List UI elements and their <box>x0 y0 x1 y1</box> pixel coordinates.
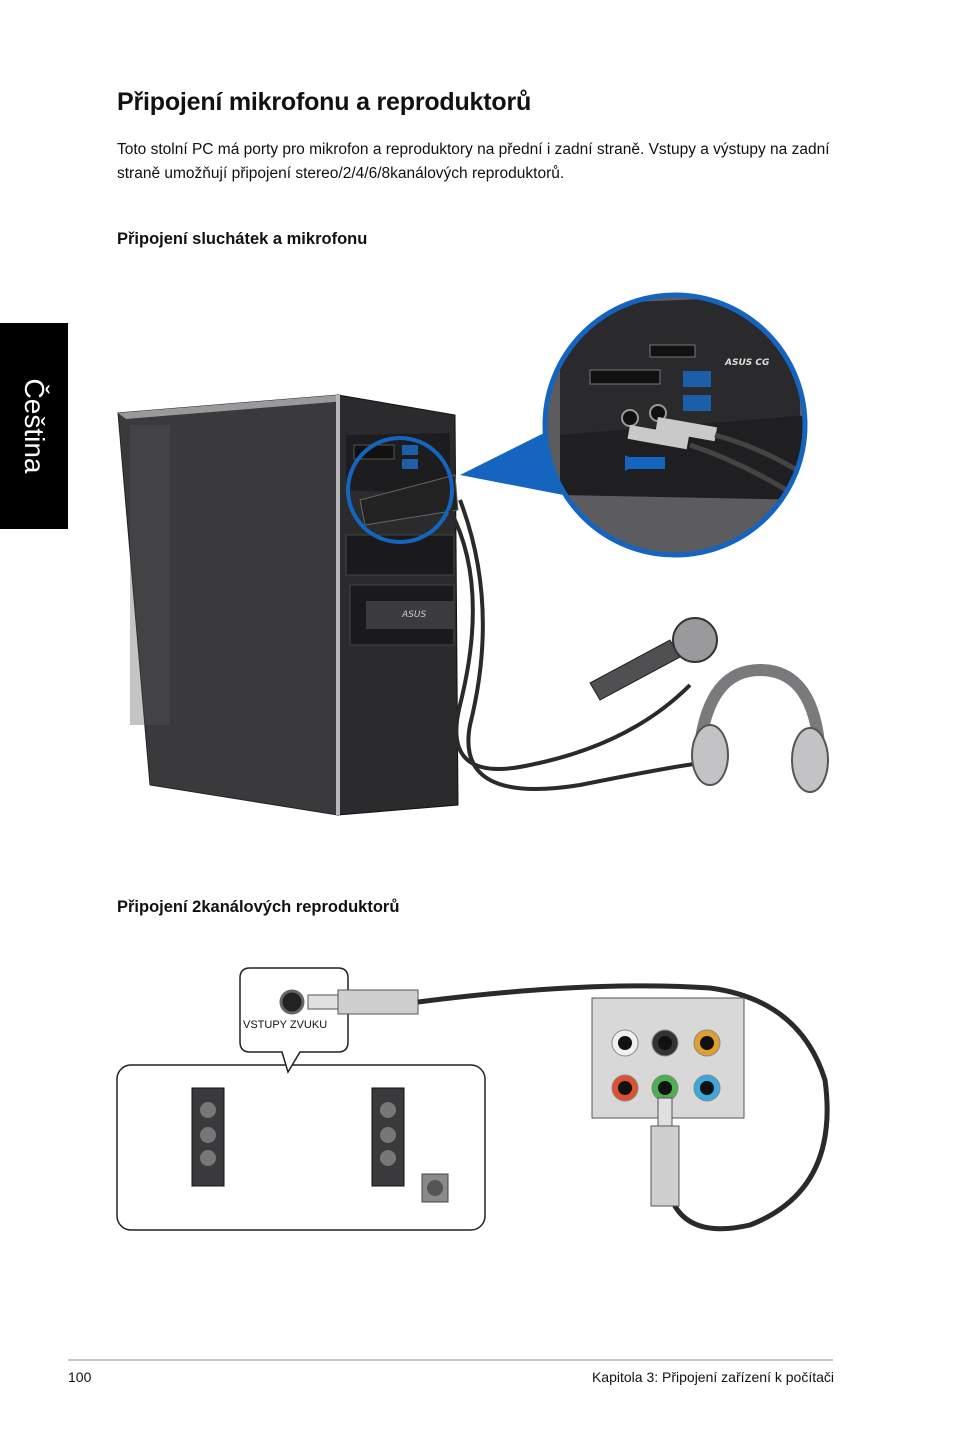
page-number: 100 <box>68 1369 92 1385</box>
front-port-zoom: ASUS CG <box>542 292 808 558</box>
page-title: Připojení mikrofonu a reproduktorů <box>117 88 532 116</box>
audio-input-callout <box>239 967 349 1074</box>
speaker-connection-illustration <box>116 967 830 1232</box>
headphones <box>691 663 829 793</box>
chapter-title: Kapitola 3: Připojení zařízení k počítač… <box>591 1369 834 1385</box>
headset-microphone-illustration: ASUS ASUS CG <box>117 292 829 816</box>
language-side-tab: Čeština <box>0 323 68 529</box>
footer-rule <box>68 1359 833 1361</box>
pc-tower: ASUS <box>117 394 459 816</box>
speaker-right <box>371 1087 449 1203</box>
headphone-cable <box>448 509 692 771</box>
svg-text:ASUS: ASUS <box>401 610 426 620</box>
speaker-cable <box>417 983 830 1232</box>
section-heading-headset-mic: Připojení sluchátek a mikrofonu <box>117 230 368 248</box>
microphone <box>589 617 718 701</box>
speaker-left <box>191 1087 225 1187</box>
microphone-cable <box>458 499 715 791</box>
svg-text:ASUS CG: ASUS CG <box>724 358 769 368</box>
audio-input-label: VSTUPY ZVUKU <box>243 1019 328 1031</box>
language-label: Čeština <box>19 378 50 474</box>
speaker-area <box>116 1064 486 1231</box>
intro-paragraph: Toto stolní PC má porty pro mikrofon a r… <box>117 141 830 182</box>
section-heading-2ch-speakers: Připojení 2kanálových reproduktorů <box>117 898 400 916</box>
zoom-source-ring <box>346 436 454 544</box>
